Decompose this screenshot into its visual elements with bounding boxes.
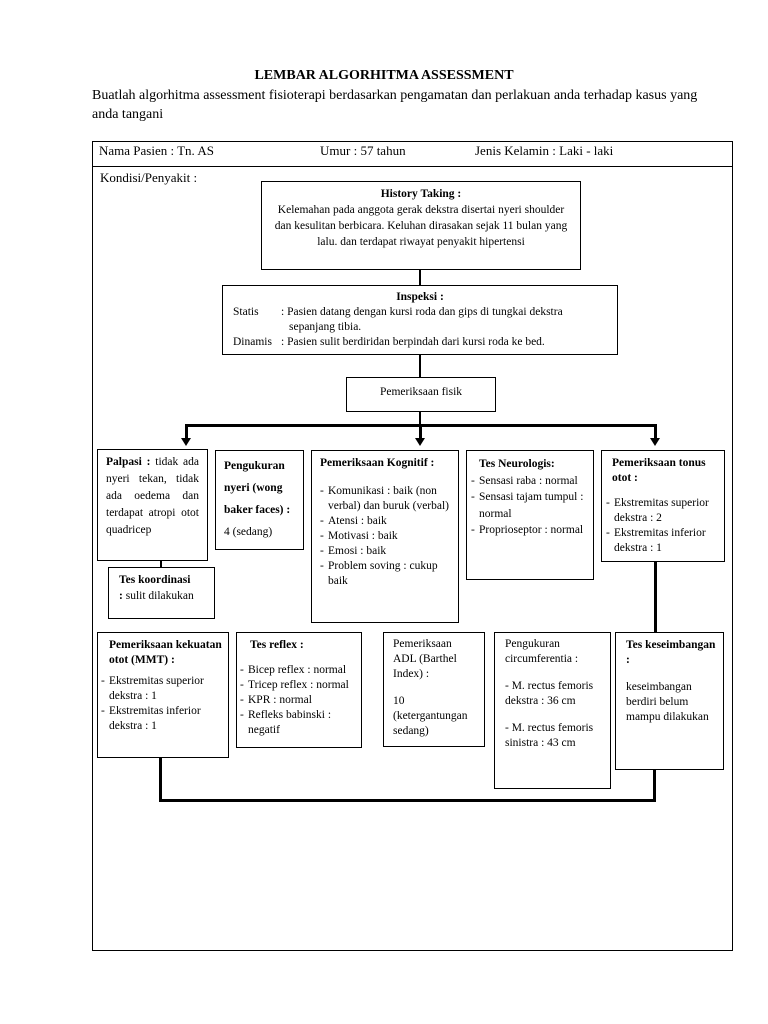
patient-name: Nama Pasien : Tn. AS bbox=[99, 143, 214, 158]
palpasi-text: tidak ada nyeri tekan, tidak ada oedema … bbox=[106, 456, 200, 536]
list-item: Refleks babinski : negatif bbox=[240, 708, 357, 738]
mmt-box: Pemeriksaan kekuatan otot (MMT) : Ekstre… bbox=[97, 632, 229, 758]
list-item: Komunikasi : baik (non verbal) dan buruk… bbox=[320, 484, 450, 514]
nyeri-label: Pengukuran nyeri (wong baker faces) bbox=[224, 460, 285, 516]
patient-age: Umur : 57 tahun bbox=[320, 143, 406, 158]
adl-box: Pemeriksaan ADL (Barthel Index) : 10 (ke… bbox=[383, 632, 485, 747]
tonus-list: Ekstremitas superior dekstra : 2 Ekstrem… bbox=[606, 496, 718, 556]
list-item: Ekstremitas inferior dekstra : 1 bbox=[606, 526, 718, 556]
koordinasi-colon: : bbox=[119, 590, 123, 602]
connector-keseimbangan-bottom bbox=[653, 769, 656, 801]
list-item: Tricep reflex : normal bbox=[240, 678, 357, 693]
history-taking-box: History Taking : Kelemahan pada anggota … bbox=[261, 181, 581, 270]
condition-label: Kondisi/Penyakit : bbox=[100, 170, 198, 185]
header-divider bbox=[92, 166, 733, 167]
keseimbangan-text: keseimbangan berdiri belum mampu dilakuk… bbox=[626, 681, 709, 723]
connector-tonus-keseimbangan bbox=[654, 561, 657, 632]
koordinasi-label: Tes koordinasi bbox=[119, 574, 191, 586]
circumferentia-box: Pengukuran circumferentia : - M. rectus … bbox=[494, 632, 611, 789]
list-item: Bicep reflex : normal bbox=[240, 663, 357, 678]
list-item: Sensasi raba : normal bbox=[471, 473, 587, 490]
inspeksi-dinamis-text: : Pasien sulit berdiridan berpindah dari… bbox=[281, 336, 545, 348]
pemeriksaan-fisik-box: Pemeriksaan fisik bbox=[346, 377, 496, 412]
reflex-title: Tes reflex : bbox=[250, 639, 304, 651]
arrow-down-icon bbox=[650, 438, 660, 446]
keseimbangan-box: Tes keseimbangan : keseimbangan berdiri … bbox=[615, 632, 724, 770]
inspeksi-dinamis-row: Dinamis : Pasien sulit berdiridan berpin… bbox=[233, 335, 607, 350]
reflex-box: Tes reflex : Bicep reflex : normal Trice… bbox=[236, 632, 362, 748]
history-title: History Taking : bbox=[380, 188, 462, 200]
connector-inspeksi-fisik bbox=[419, 354, 421, 377]
nyeri-colon: : bbox=[286, 504, 291, 516]
pemeriksaan-fisik-label: Pemeriksaan fisik bbox=[379, 386, 463, 398]
list-item: Sensasi tajam tumpul : normal bbox=[471, 489, 587, 522]
mmt-list: Ekstremitas superior dekstra : 1 Ekstrem… bbox=[101, 674, 224, 734]
circum-item-dekstra: - M. rectus femoris dekstra : 36 cm bbox=[505, 680, 594, 707]
connector-horizontal-bottom bbox=[159, 799, 656, 802]
arrow-down-icon bbox=[181, 438, 191, 446]
kognitif-list: Komunikasi : baik (non verbal) dan buruk… bbox=[320, 484, 450, 589]
inspeksi-statis-label: Statis bbox=[233, 306, 259, 318]
inspeksi-statis-text: : Pasien datang dengan kursi roda dan gi… bbox=[281, 306, 563, 333]
list-item: Proprioseptor : normal bbox=[471, 522, 587, 539]
list-item: Ekstremitas superior dekstra : 1 bbox=[101, 674, 224, 704]
connector-fisik-down bbox=[419, 411, 421, 426]
palpasi-label: Palpasi : bbox=[106, 456, 151, 468]
instruction-text: Buatlah algorhitma assessment fisioterap… bbox=[92, 88, 698, 122]
inspeksi-dinamis-label: Dinamis bbox=[233, 336, 272, 348]
tonus-title: Pemeriksaan tonus otot : bbox=[612, 457, 706, 484]
kognitif-title: Pemeriksaan Kognitif : bbox=[320, 457, 435, 469]
circum-item-sinistra: - M. rectus femoris sinistra : 43 cm bbox=[505, 722, 594, 749]
assessment-form bbox=[92, 141, 733, 951]
circum-title: Pengukuran circumferentia : bbox=[505, 638, 579, 665]
connector-palpasi-koordinasi bbox=[160, 560, 162, 568]
list-item: Ekstremitas superior dekstra : 2 bbox=[606, 496, 718, 526]
list-item: Ekstremitas inferior dekstra : 1 bbox=[101, 704, 224, 734]
palpasi-box: Palpasi : tidak ada nyeri tekan, tidak a… bbox=[97, 449, 208, 561]
adl-value: 10 (ketergantungan sedang) bbox=[393, 695, 468, 737]
connector-to-tonus bbox=[654, 424, 657, 439]
neurologis-title: Tes Neurologis: bbox=[479, 458, 555, 470]
list-item: KPR : normal bbox=[240, 693, 357, 708]
tonus-box: Pemeriksaan tonus otot : Ekstremitas sup… bbox=[601, 450, 725, 562]
koordinasi-box: Tes koordinasi : sulit dilakukan bbox=[108, 567, 215, 619]
adl-title: Pemeriksaan ADL (Barthel Index) : bbox=[393, 638, 457, 680]
document-title: LEMBAR ALGORHITMA ASSESSMENT bbox=[254, 68, 514, 83]
list-item: Emosi : baik bbox=[320, 544, 450, 559]
patient-gender: Jenis Kelamin : Laki - laki bbox=[475, 143, 614, 158]
arrow-down-icon bbox=[415, 438, 425, 446]
nyeri-box: Pengukuran nyeri (wong baker faces) : 4 … bbox=[215, 450, 304, 550]
reflex-list: Bicep reflex : normal Tricep reflex : no… bbox=[240, 663, 357, 738]
list-item: Atensi : baik bbox=[320, 514, 450, 529]
inspeksi-box: Inspeksi : Statis : Pasien datang dengan… bbox=[222, 285, 618, 355]
connector-history-inspeksi bbox=[419, 269, 421, 285]
inspeksi-title: Inspeksi : bbox=[396, 291, 444, 303]
nyeri-value: 4 (sedang) bbox=[224, 526, 273, 538]
keseimbangan-title: Tes keseimbangan : bbox=[626, 639, 716, 666]
koordinasi-value: sulit dilakukan bbox=[125, 590, 194, 602]
inspeksi-statis-row: Statis : Pasien datang dengan kursi roda… bbox=[233, 305, 607, 335]
connector-mmt-bottom bbox=[159, 757, 162, 801]
mmt-title: Pemeriksaan kekuatan otot (MMT) : bbox=[109, 639, 222, 666]
history-text: Kelemahan pada anggota gerak dekstra dis… bbox=[274, 204, 568, 248]
kognitif-box: Pemeriksaan Kognitif : Komunikasi : baik… bbox=[311, 450, 459, 623]
connector-to-kognitif bbox=[419, 424, 422, 439]
list-item: Problem soving : cukup baik bbox=[320, 559, 450, 589]
list-item: Motivasi : baik bbox=[320, 529, 450, 544]
neurologis-list: Sensasi raba : normal Sensasi tajam tump… bbox=[471, 473, 587, 539]
connector-to-palpasi bbox=[185, 424, 188, 439]
neurologis-box: Tes Neurologis: Sensasi raba : normal Se… bbox=[466, 450, 594, 580]
